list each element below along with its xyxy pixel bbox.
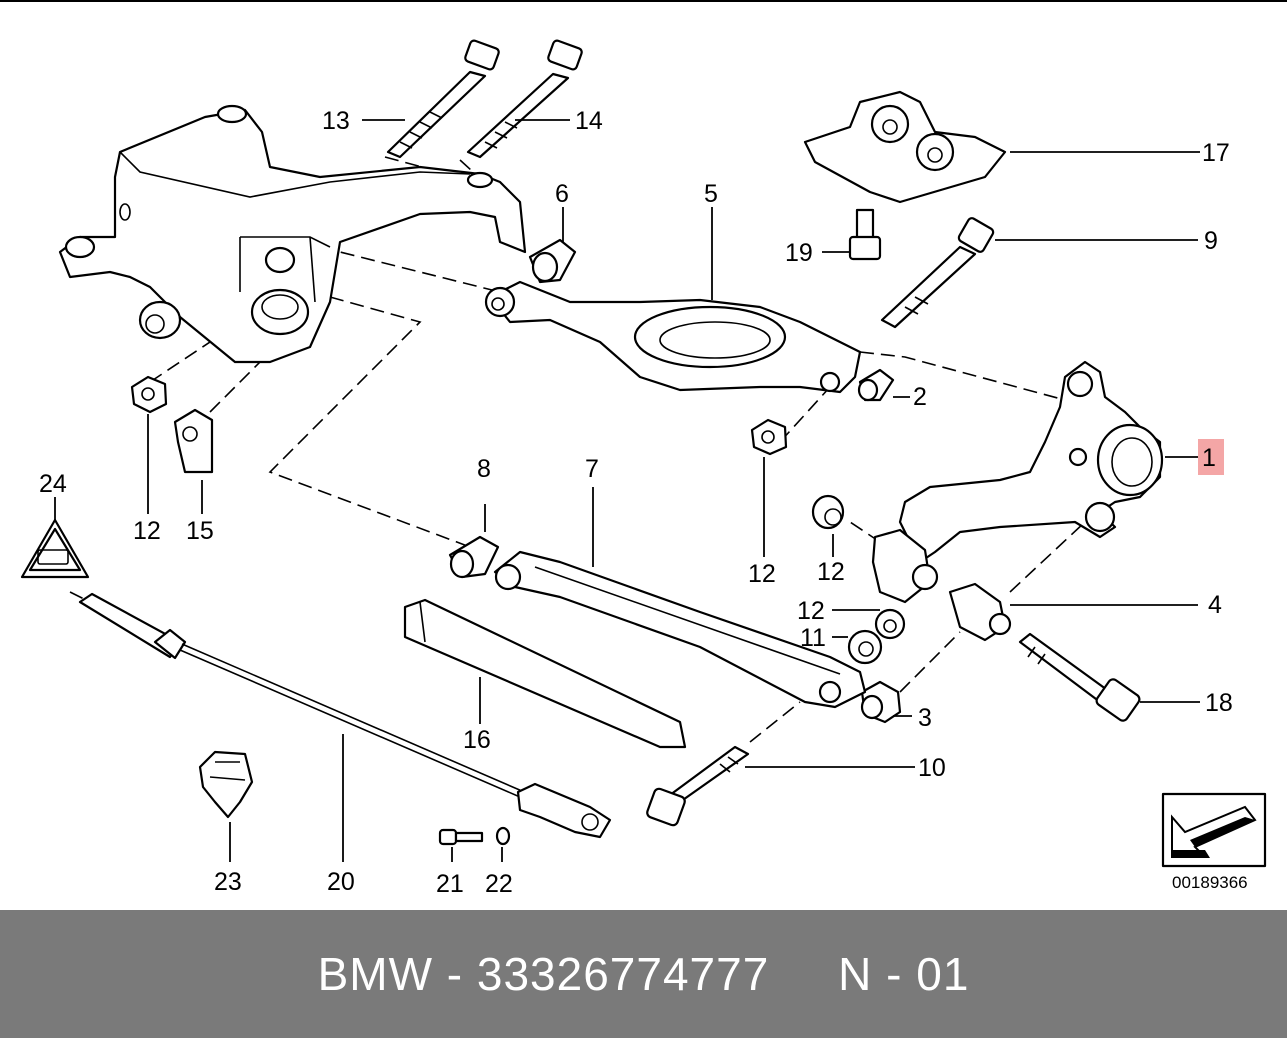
nut-12-c (130, 375, 168, 414)
callout-3[interactable]: 3 (918, 704, 932, 732)
callout-23[interactable]: 23 (214, 868, 242, 896)
rear-axle-carrier (58, 104, 527, 364)
callout-19[interactable]: 19 (785, 239, 813, 267)
nut-12-a (750, 418, 788, 456)
footer-bar: BMW - 33326774777 N - 01 (0, 910, 1287, 1038)
callout-10[interactable]: 10 (918, 754, 946, 782)
callout-13[interactable]: 13 (322, 107, 350, 135)
callout-6[interactable]: 6 (555, 180, 569, 208)
callout-labels: 13 14 17 6 5 19 9 2 1 12 15 12 24 8 7 12… (39, 107, 1233, 898)
sleeve-16 (403, 598, 687, 749)
callout-17[interactable]: 17 (1202, 139, 1230, 167)
screw-21 (438, 828, 484, 846)
bushing-3 (860, 680, 902, 724)
bushing-12-b (811, 494, 845, 530)
clip-15 (173, 408, 214, 474)
control-arm-5 (484, 280, 862, 394)
washer-22 (495, 826, 511, 846)
bushing-6 (528, 238, 577, 284)
callout-12-c[interactable]: 12 (817, 558, 845, 586)
callout-22[interactable]: 22 (485, 870, 513, 898)
diagram-area: 13 14 17 6 5 19 9 2 1 12 15 12 24 8 7 12… (0, 0, 1287, 898)
wheel-carrier-1 (898, 360, 1164, 564)
callout-18[interactable]: 18 (1205, 689, 1233, 717)
callout-24[interactable]: 24 (39, 470, 67, 498)
bushing-4 (871, 528, 1012, 642)
washers-11-12 (847, 608, 906, 665)
callout-21[interactable]: 21 (436, 870, 464, 898)
bolt-14 (466, 39, 583, 159)
callout-14[interactable]: 14 (575, 107, 603, 135)
callout-9[interactable]: 9 (1204, 227, 1218, 255)
bolt-10 (646, 745, 750, 827)
leader-lines (54, 119, 1200, 862)
callout-16[interactable]: 16 (463, 726, 491, 754)
mount-17 (803, 90, 1007, 204)
callout-5[interactable]: 5 (704, 180, 718, 208)
orientation-icon (1161, 792, 1267, 868)
callout-15[interactable]: 15 (186, 517, 214, 545)
bushing-8 (448, 535, 500, 579)
bolt-9 (880, 217, 995, 329)
callout-12-b[interactable]: 12 (748, 560, 776, 588)
callout-1[interactable]: 1 (1202, 444, 1216, 472)
reference-number: 00189366 (1172, 873, 1248, 892)
footer-part-number: BMW - 33326774777 N - 01 (317, 948, 970, 1000)
callout-20[interactable]: 20 (327, 868, 355, 896)
clip-23 (198, 750, 254, 819)
callout-11[interactable]: 11 (800, 624, 826, 652)
bushing-2 (857, 368, 895, 402)
callout-12-e[interactable]: 12 (797, 597, 825, 625)
parts-diagram: 13 14 17 6 5 19 9 2 1 12 15 12 24 8 7 12… (20, 39, 1267, 898)
callout-12-a[interactable]: 12 (133, 517, 161, 545)
rod-20 (78, 592, 612, 839)
bolt-19 (848, 208, 882, 261)
callout-7[interactable]: 7 (585, 455, 599, 483)
warning-label-24 (20, 518, 90, 579)
callout-4[interactable]: 4 (1208, 591, 1222, 619)
bolt-13 (386, 39, 500, 159)
highlight-part-1 (1198, 439, 1224, 475)
callout-8[interactable]: 8 (477, 455, 491, 483)
bolt-18 (1018, 632, 1141, 722)
control-arm-7 (493, 550, 867, 709)
callout-2[interactable]: 2 (913, 383, 927, 411)
